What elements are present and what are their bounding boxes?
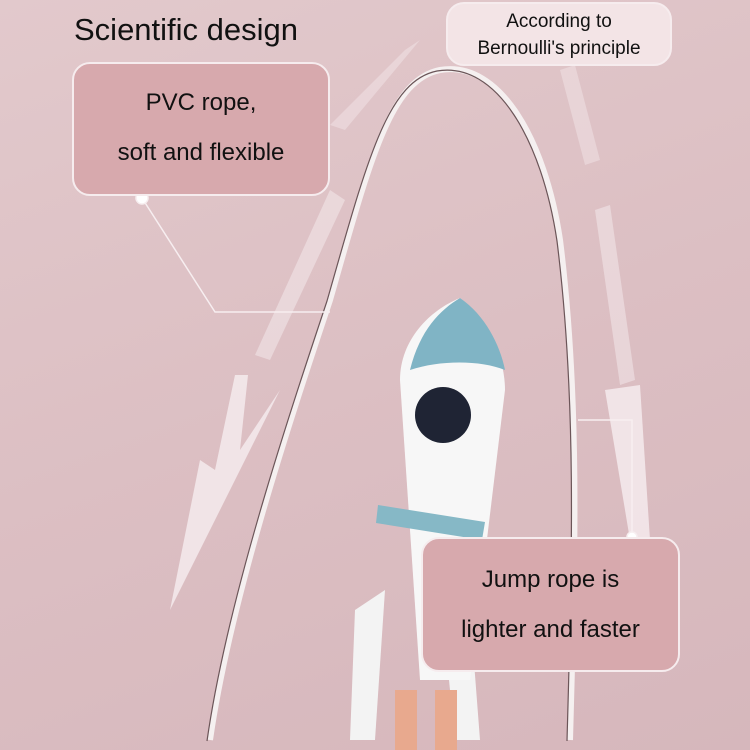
callout-jump-rope: Jump rope is lighter and faster — [421, 537, 680, 672]
callout-pvc-rope: PVC rope, soft and flexible — [72, 62, 330, 196]
callout-line: lighter and faster — [461, 616, 640, 643]
callout-line: Bernoulli's principle — [477, 38, 641, 59]
callout-line: PVC rope, — [145, 89, 257, 116]
rocket-icon — [350, 298, 505, 750]
airflow-arrows — [170, 40, 650, 610]
callout-line: According to — [506, 11, 612, 32]
callout-line: Jump rope is — [481, 566, 620, 593]
callout-line: soft and flexible — [117, 139, 285, 166]
page-title: Scientific design — [74, 12, 299, 47]
callout-bernoulli: According to Bernoulli's principle — [446, 2, 672, 66]
